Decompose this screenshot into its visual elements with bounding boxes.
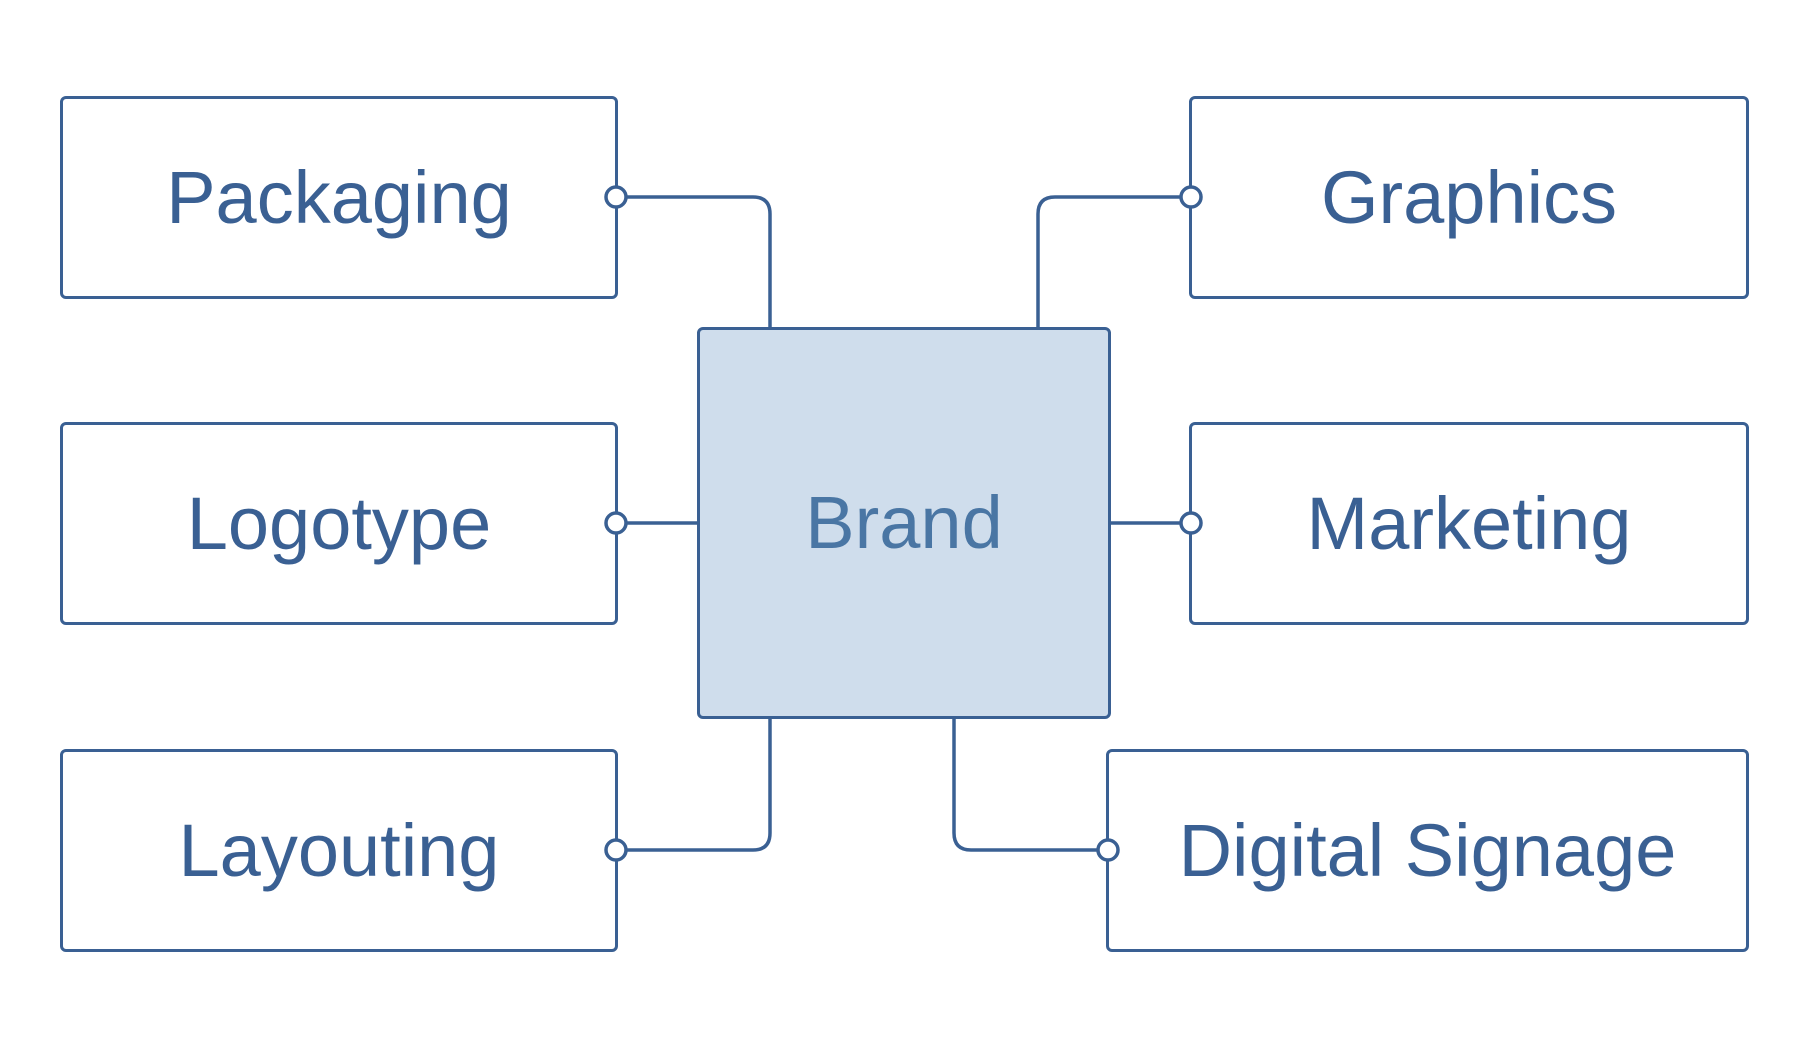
node-label: Marketing: [1306, 481, 1632, 565]
node-label: Layouting: [178, 808, 500, 892]
node-digital-signage[interactable]: Digital Signage: [1106, 749, 1749, 952]
node-brand[interactable]: Brand: [697, 327, 1111, 719]
node-label: Graphics: [1320, 155, 1618, 239]
node-packaging[interactable]: Packaging: [60, 96, 618, 299]
node-logotype[interactable]: Logotype: [60, 422, 618, 625]
connector-digital-signage: [952, 717, 1110, 852]
connector-layouting: [614, 717, 772, 852]
node-label: Logotype: [186, 481, 492, 565]
node-label: Digital Signage: [1178, 808, 1677, 892]
node-label: Packaging: [166, 155, 512, 239]
node-marketing[interactable]: Marketing: [1189, 422, 1749, 625]
connector-graphics: [1036, 195, 1193, 329]
node-graphics[interactable]: Graphics: [1189, 96, 1749, 299]
connector-packaging: [614, 195, 772, 329]
node-label: Brand: [805, 481, 1003, 564]
node-layouting[interactable]: Layouting: [60, 749, 618, 952]
